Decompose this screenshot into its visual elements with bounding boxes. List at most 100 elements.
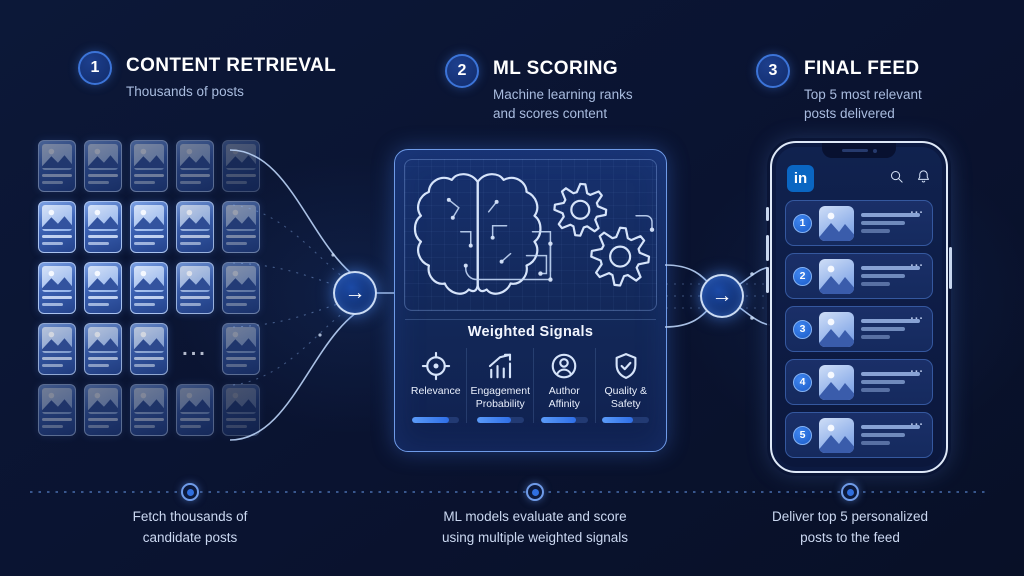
post-thumbnail-image — [88, 266, 118, 292]
mountain-image-icon — [819, 424, 854, 453]
post-menu-dots-icon[interactable]: ... — [910, 363, 924, 375]
post-text-line — [88, 174, 118, 177]
timeline-node-1 — [181, 483, 199, 501]
candidate-posts-grid: ... — [38, 140, 260, 436]
flow-arrow-2: → — [700, 274, 744, 318]
post-text-line — [180, 296, 210, 299]
ml-scoring-panel: Weighted Signals Relevance — [394, 149, 667, 452]
feed-post-card[interactable]: 5 ... — [785, 412, 933, 458]
post-card — [84, 140, 122, 192]
post-text-line — [861, 335, 891, 339]
signal-weight-bar — [476, 417, 524, 423]
post-thumbnail-image — [226, 205, 256, 231]
mountain-image-icon — [42, 331, 72, 352]
mountain-image-icon — [819, 371, 854, 400]
post-text-lines — [861, 425, 925, 445]
mountain-image-icon — [226, 209, 256, 230]
timeline-node-2 — [526, 483, 544, 501]
post-thumbnail-image — [180, 266, 210, 292]
post-text-line — [134, 425, 155, 428]
post-text-line — [88, 418, 118, 421]
right-arrow-icon: → — [344, 281, 366, 304]
post-card — [84, 262, 122, 314]
post-text-line — [861, 327, 905, 331]
post-card — [222, 201, 260, 253]
mountain-image-icon — [88, 270, 118, 291]
post-thumbnail-image — [180, 205, 210, 231]
post-text-line — [861, 319, 920, 323]
post-text-line — [861, 372, 920, 376]
search-icon[interactable] — [889, 169, 904, 189]
post-text-line — [861, 229, 891, 233]
post-card — [38, 140, 76, 192]
post-text-line — [42, 235, 72, 238]
post-menu-dots-icon[interactable]: ... — [910, 257, 924, 269]
post-text-line — [42, 364, 63, 367]
post-thumbnail-image — [819, 311, 854, 347]
mountain-image-icon — [134, 270, 164, 291]
post-thumbnail-image — [42, 327, 72, 353]
post-thumbnail-image — [226, 144, 256, 170]
post-thumbnail-image — [819, 205, 854, 241]
post-text-line — [180, 303, 201, 306]
post-thumbnail-image — [180, 144, 210, 170]
post-thumbnail-image — [134, 205, 164, 231]
post-card — [222, 323, 260, 375]
post-text-line — [180, 418, 210, 421]
feed-post-card[interactable]: 1 ... — [785, 200, 933, 246]
post-text-line — [42, 418, 72, 421]
post-text-line — [88, 303, 109, 306]
phone-mockup: in 1 — [766, 141, 952, 473]
mountain-image-icon — [42, 392, 72, 413]
post-thumbnail-image — [134, 144, 164, 170]
post-text-line — [861, 221, 905, 225]
post-text-line — [134, 242, 155, 245]
phone-speaker — [841, 149, 868, 152]
signal-relevance: Relevance — [405, 348, 466, 423]
post-text-line — [88, 296, 118, 299]
step-caption-2: ML models evaluate and score using multi… — [441, 509, 629, 545]
post-text-line — [180, 181, 201, 184]
post-rank-badge: 1 — [793, 213, 812, 233]
post-card — [38, 323, 76, 375]
right-arrow-icon: → — [711, 284, 733, 307]
post-menu-dots-icon[interactable]: ... — [910, 204, 924, 216]
feed-post-card[interactable]: 4 ... — [785, 359, 933, 405]
mountain-image-icon — [226, 331, 256, 352]
step-title: CONTENT RETRIEVAL — [126, 55, 337, 76]
signal-label: Quality & Safety — [604, 385, 648, 411]
post-card — [130, 323, 168, 375]
step-caption-1: Fetch thousands of candidate posts — [132, 509, 248, 545]
post-thumbnail-image — [819, 364, 854, 400]
post-text-line — [226, 181, 247, 184]
post-text-line — [134, 296, 164, 299]
post-card — [176, 201, 214, 253]
feed-post-card[interactable]: 2 ... — [785, 253, 933, 299]
mountain-image-icon — [134, 209, 164, 230]
post-text-line — [861, 425, 920, 429]
post-text-line — [134, 235, 164, 238]
post-card — [84, 384, 122, 436]
signal-quality-safety: Quality & Safety — [594, 348, 656, 423]
post-text-line — [180, 242, 201, 245]
weighted-signals-title: Weighted Signals — [405, 319, 656, 348]
post-text-line — [861, 266, 920, 270]
post-text-line — [42, 425, 63, 428]
post-menu-dots-icon[interactable]: ... — [910, 416, 924, 428]
post-text-line — [134, 174, 164, 177]
feed-post-card[interactable]: 3 ... — [785, 306, 933, 352]
post-rank-badge: 3 — [793, 319, 812, 339]
post-card — [222, 262, 260, 314]
post-card — [176, 140, 214, 192]
post-text-line — [861, 274, 905, 278]
post-thumbnail-image — [42, 144, 72, 170]
mountain-image-icon — [134, 392, 164, 413]
post-text-line — [42, 181, 63, 184]
post-menu-dots-icon[interactable]: ... — [910, 310, 924, 322]
mountain-image-icon — [180, 392, 210, 413]
post-rank-badge: 4 — [793, 372, 812, 392]
bell-icon[interactable] — [916, 169, 931, 189]
post-text-line — [42, 357, 72, 360]
mountain-image-icon — [42, 148, 72, 169]
post-text-line — [861, 441, 891, 445]
